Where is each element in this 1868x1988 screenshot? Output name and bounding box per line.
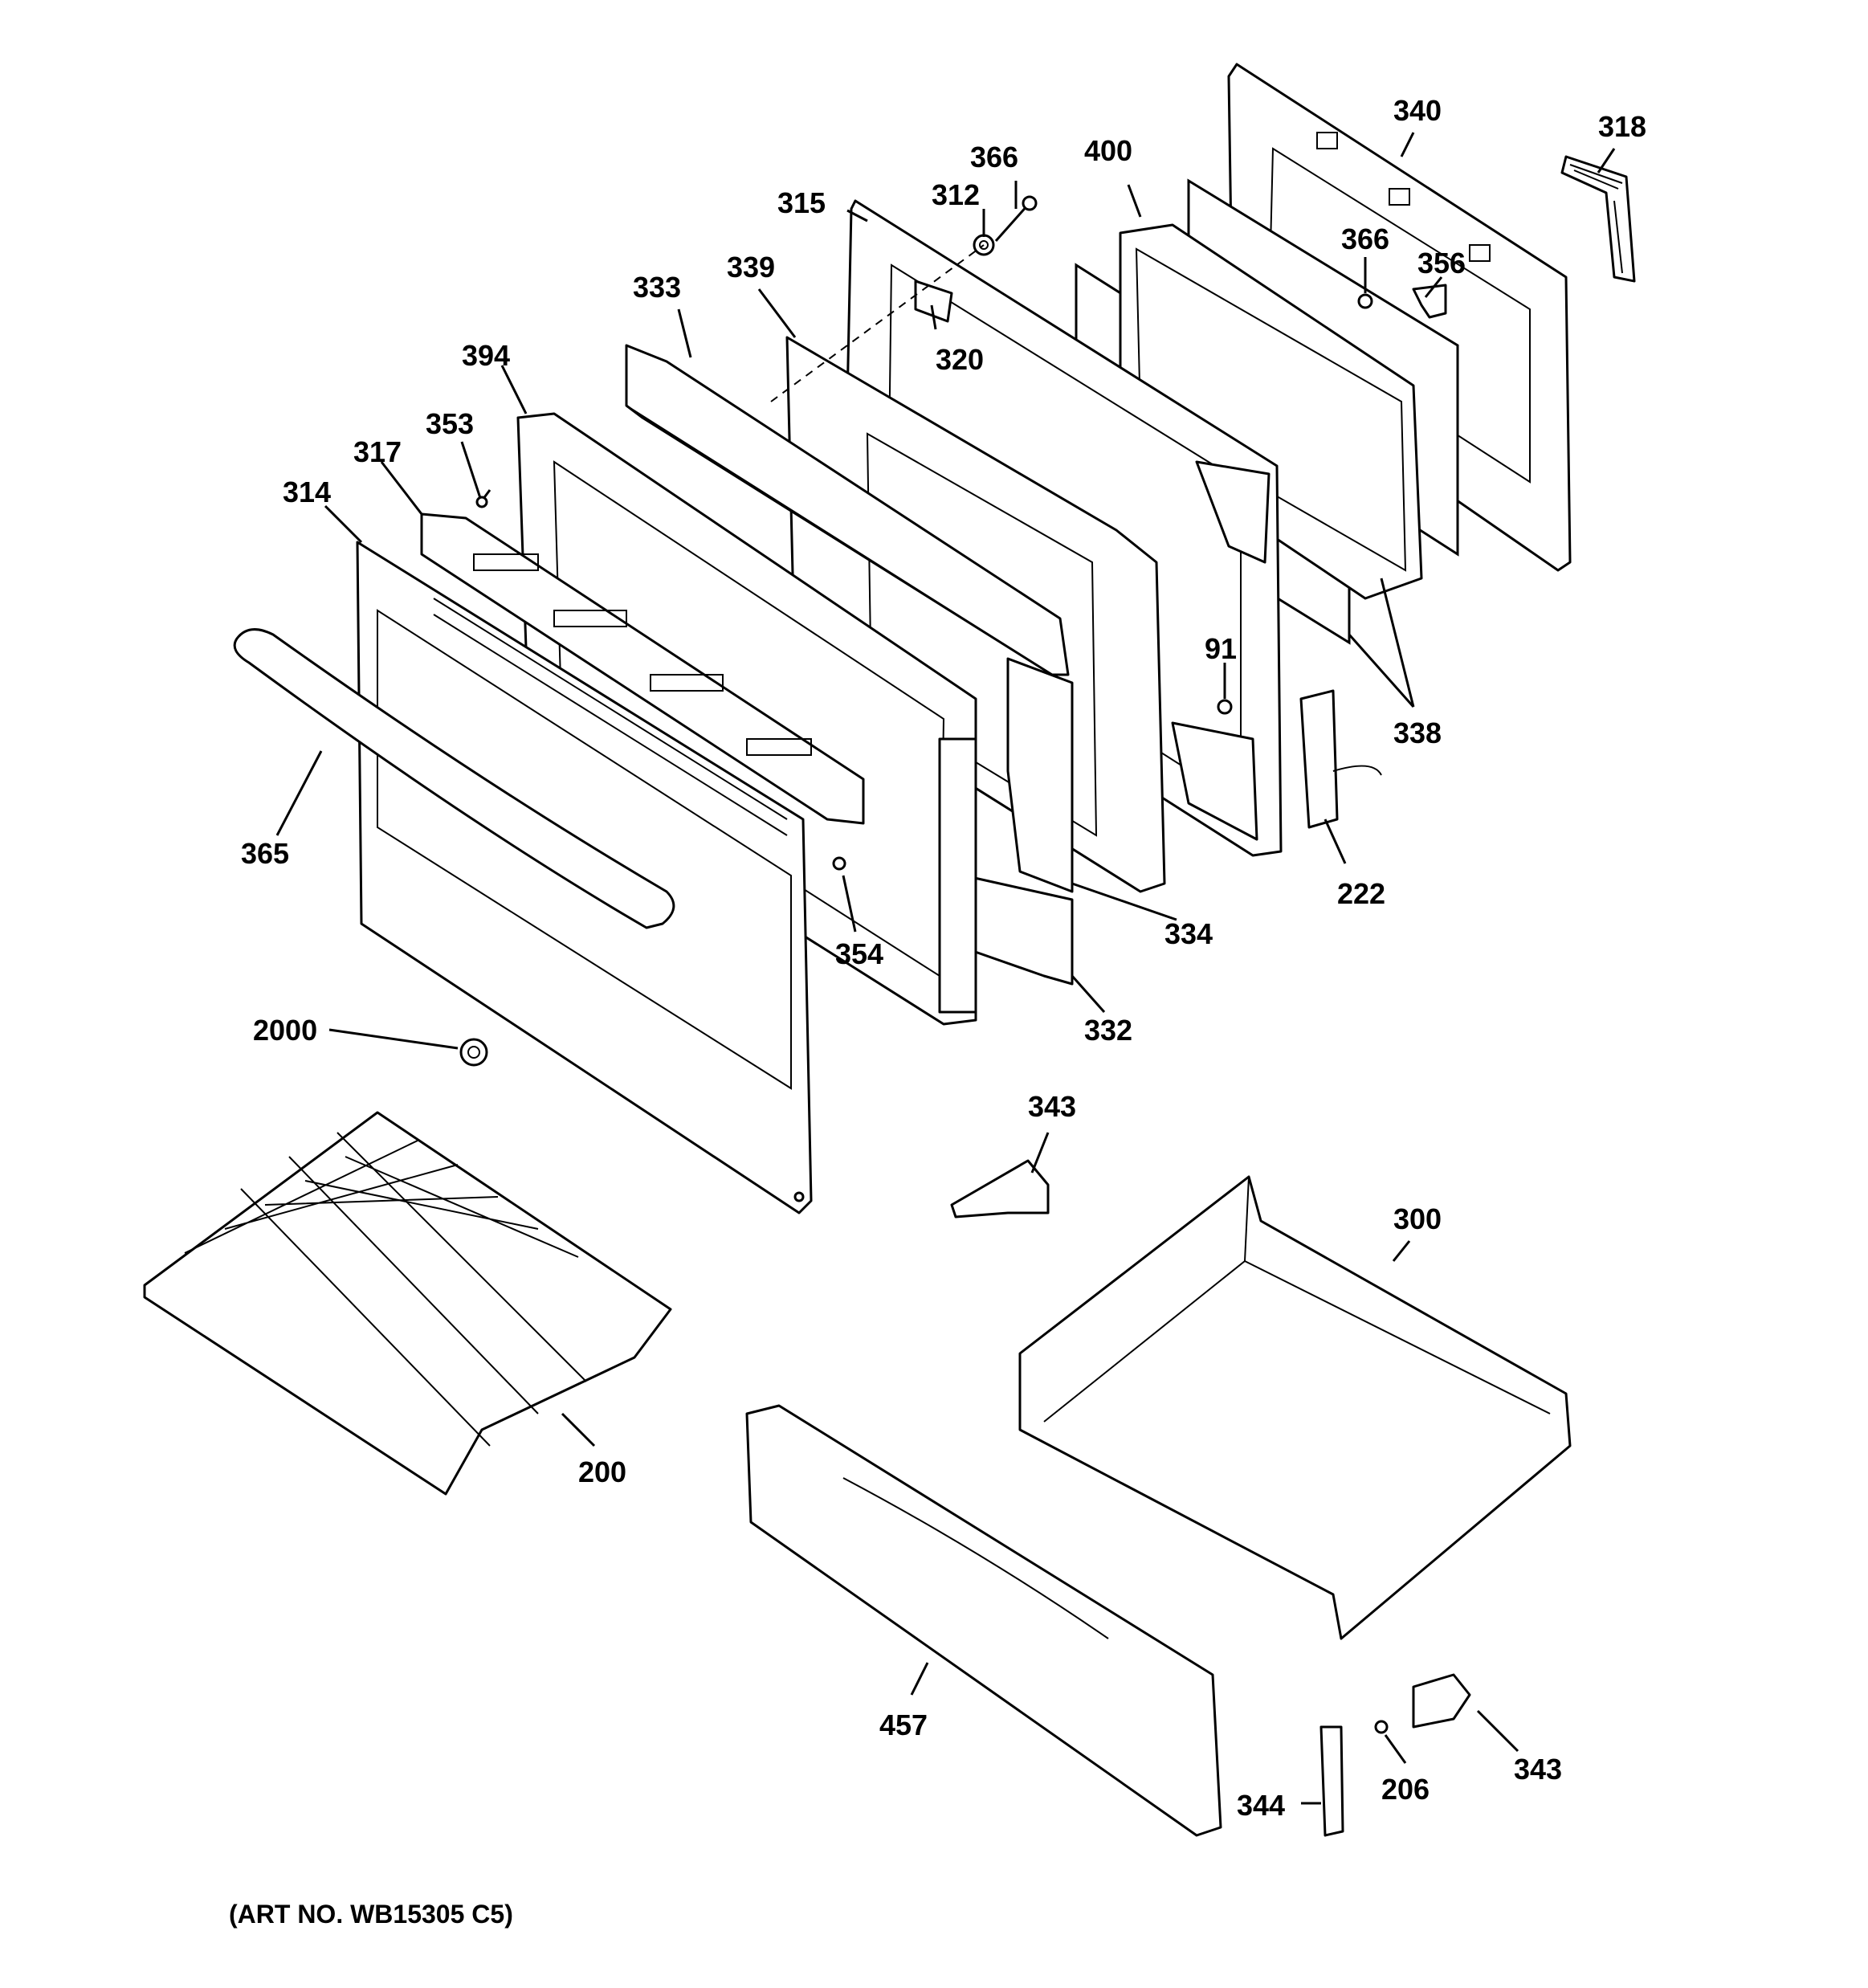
callout-394: 394: [462, 339, 510, 372]
part-300-storage-drawer: [1018, 1175, 1572, 1640]
part-366-screw-upper: [994, 195, 1038, 242]
callout-200: 200: [578, 1455, 626, 1488]
callout-222: 222: [1337, 877, 1385, 910]
art-number-note: (ART NO. WB15305 C5): [229, 1900, 513, 1929]
callout-340: 340: [1393, 94, 1442, 127]
callout-400: 400: [1084, 134, 1132, 167]
part-353-screw: [475, 489, 491, 508]
callout-353: 353: [426, 407, 474, 440]
leader-lines: [275, 132, 1616, 1805]
callout-354: 354: [835, 937, 883, 970]
callout-312: 312: [932, 178, 980, 211]
part-334-side-channel: [1006, 657, 1074, 893]
callout-320: 320: [936, 343, 984, 376]
part-354-screw: [832, 856, 846, 871]
part-356-clip: [1412, 284, 1447, 319]
part-332-bottom-channel: [962, 874, 1074, 986]
part-206-screw: [1374, 1720, 1389, 1734]
callout-315: 315: [777, 186, 826, 219]
part-365-door-handle: [233, 628, 675, 929]
part-318-door-gasket: [1560, 155, 1636, 283]
callout-332: 332: [1084, 1014, 1132, 1047]
callout-318: 318: [1598, 110, 1646, 143]
callout-300: 300: [1393, 1202, 1442, 1235]
callout-2000: 2000: [253, 1014, 317, 1047]
callout-343-upper: 343: [1028, 1090, 1076, 1123]
callout-334: 334: [1164, 917, 1213, 950]
callout-206: 206: [1381, 1773, 1430, 1806]
callout-333: 333: [633, 271, 681, 304]
part-91-screw: [1217, 699, 1233, 715]
part-317-vent-baffle: [420, 512, 865, 825]
part-2000-plug-button: [459, 1038, 488, 1067]
callout-91: 91: [1205, 632, 1237, 665]
part-343-drawer-slide-upper: [950, 1159, 1050, 1219]
callout-343-lower: 343: [1514, 1753, 1562, 1786]
part-333-top-channel: [625, 344, 1070, 676]
callout-317: 317: [353, 435, 402, 468]
callout-338: 338: [1393, 716, 1442, 749]
part-366-screw-right: [1357, 293, 1373, 309]
callout-366-top: 366: [970, 141, 1018, 173]
callout-344: 344: [1237, 1789, 1285, 1822]
callout-labels: 340 318 366 400 312 315 366 356 339 333 …: [241, 94, 1646, 1822]
part-200-oven-rack: [143, 1111, 672, 1496]
callout-339: 339: [727, 251, 775, 284]
callout-356: 356: [1417, 247, 1466, 280]
callout-365: 365: [241, 837, 289, 870]
callout-457: 457: [879, 1708, 928, 1741]
part-320-hinge-receiver: [914, 280, 953, 323]
part-343-drawer-slide-lower: [1412, 1673, 1471, 1729]
part-457-drawer-front-panel: [745, 1404, 1222, 1837]
part-344-drawer-bracket: [1319, 1725, 1344, 1837]
callout-366-right: 366: [1341, 222, 1389, 255]
alignment-line: [770, 244, 985, 402]
callout-314: 314: [283, 476, 331, 508]
part-222-door-hinge: [1299, 689, 1382, 829]
